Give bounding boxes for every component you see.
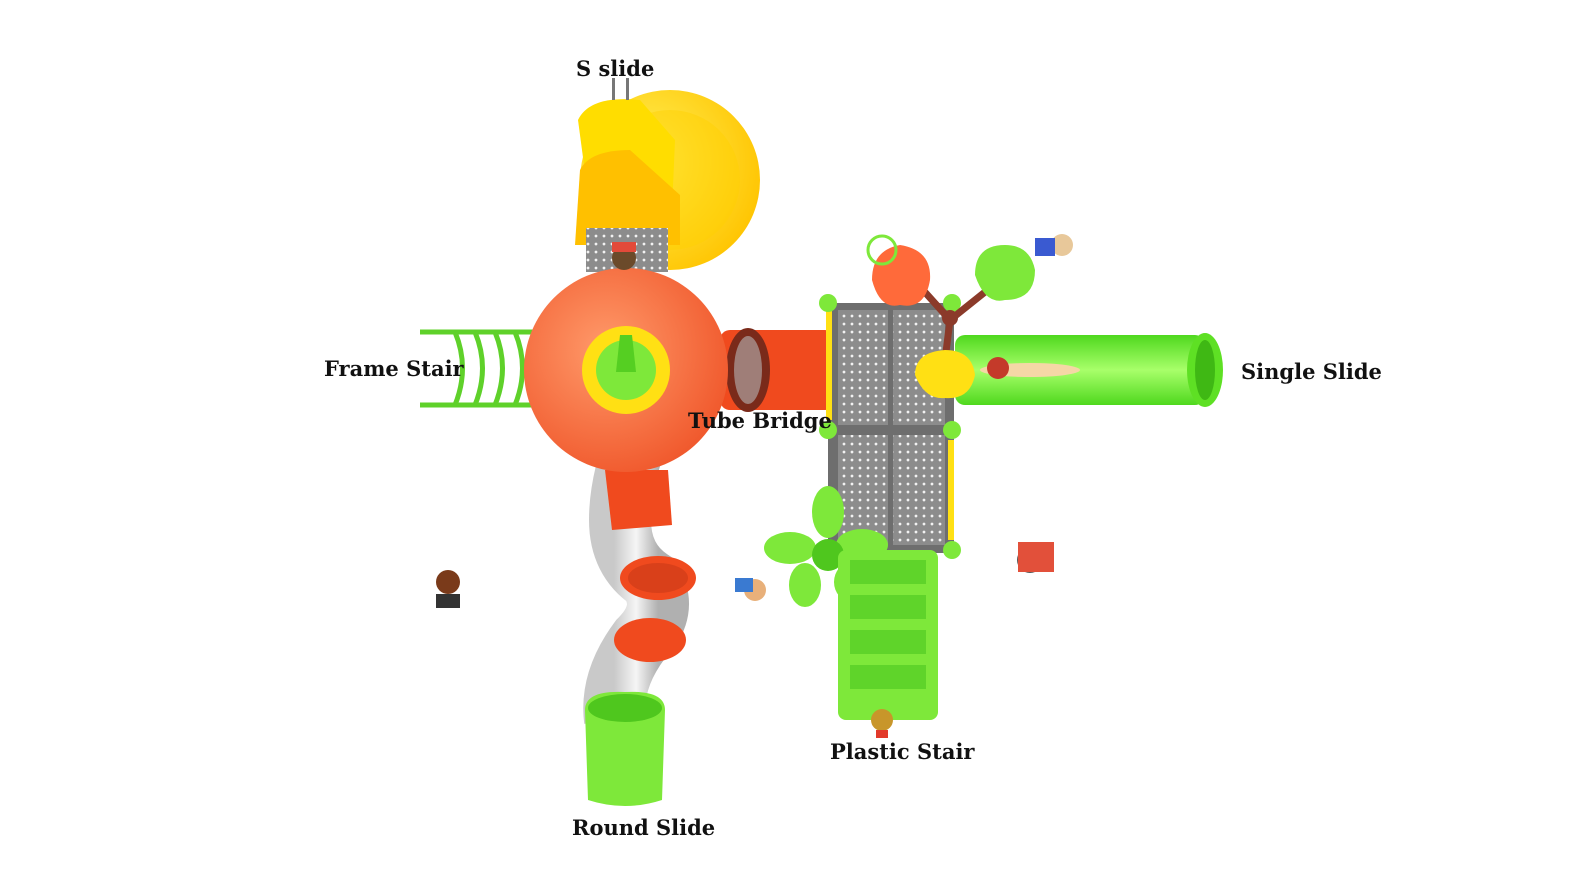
label-tube-bridge: Tube Bridge [688, 408, 832, 433]
child-figure [871, 709, 893, 738]
label-single-slide: Single Slide [1241, 359, 1382, 384]
tree-decoration [866, 234, 1035, 399]
label-s-slide: S slide [576, 56, 655, 81]
child-figure [436, 570, 460, 608]
child-figure [612, 242, 636, 270]
frame-stair [420, 329, 540, 408]
round-slide [583, 418, 696, 806]
label-plastic-stair: Plastic Stair [830, 739, 975, 764]
label-round-slide: Round Slide [572, 815, 716, 840]
tube-bridge [720, 328, 835, 412]
round-roof [524, 268, 728, 472]
label-frame-stair: Frame Stair [324, 356, 464, 381]
child-figure [980, 357, 1080, 379]
child-figure [735, 578, 766, 601]
plastic-stair [838, 550, 938, 720]
deck-platform [819, 294, 961, 559]
child-figure [1035, 234, 1073, 256]
s-slide [575, 78, 760, 272]
child-figure [1017, 542, 1054, 573]
